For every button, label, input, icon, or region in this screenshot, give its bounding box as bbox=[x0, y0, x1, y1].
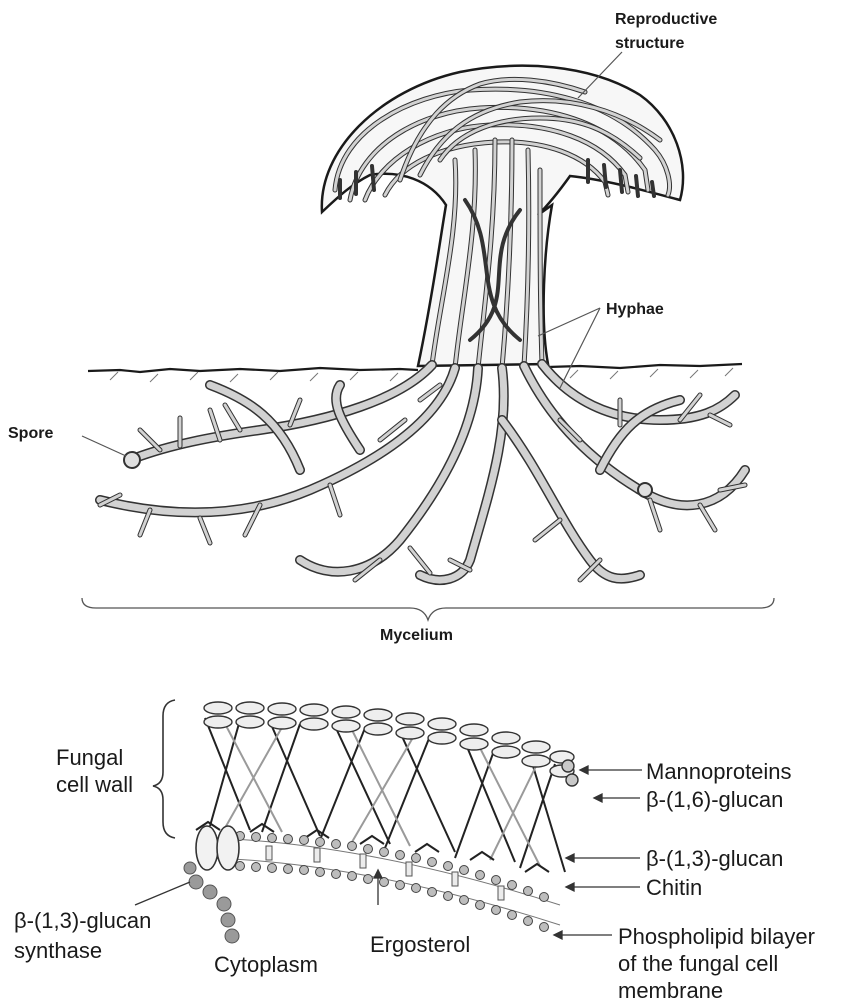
phospholipid-label-line1: Phospholipid bilayer bbox=[618, 924, 815, 949]
synthase-label-line1: β-(1,3)-glucan bbox=[14, 908, 151, 933]
reproductive-label-line2: structure bbox=[615, 35, 684, 52]
fungal-cell-wall-label-line1: Fungal bbox=[56, 745, 123, 770]
hyphae-leader-2 bbox=[560, 308, 600, 388]
spore-left bbox=[124, 452, 140, 468]
spore-label: Spore bbox=[8, 425, 53, 442]
phospholipid-label-line2: of the fungal cell bbox=[618, 951, 778, 976]
synthase-label-line2: synthase bbox=[14, 938, 102, 963]
cell-wall-drawing: Fungal cell wall Mannoproteins β-(1,6)-g… bbox=[14, 700, 815, 1003]
mycelium-label: Mycelium bbox=[380, 627, 453, 644]
mycelium-brace bbox=[82, 598, 774, 620]
spore-leader bbox=[82, 436, 126, 456]
hyphae-label: Hyphae bbox=[606, 301, 664, 318]
glucan-synthase-enzyme bbox=[184, 826, 239, 943]
beta-16-glucan-label: β-(1,6)-glucan bbox=[646, 787, 783, 812]
mannoproteins-label: Mannoproteins bbox=[646, 759, 792, 784]
spore-right bbox=[638, 483, 652, 497]
soil-surface-line bbox=[88, 364, 742, 372]
chitin-label: Chitin bbox=[646, 875, 702, 900]
fungal-cell-wall-label-line2: cell wall bbox=[56, 772, 133, 797]
mycelium-network bbox=[100, 364, 745, 580]
hyphae-leader-1 bbox=[538, 308, 600, 336]
mushroom-drawing: Reproductive structure Hyphae Spore Myce… bbox=[8, 11, 774, 644]
phospholipid-label-line3: membrane bbox=[618, 978, 723, 1003]
reproductive-label-line1: Reproductive bbox=[615, 11, 717, 28]
beta-13-glucan-label: β-(1,3)-glucan bbox=[646, 846, 783, 871]
ergosterol-label: Ergosterol bbox=[370, 932, 470, 957]
cell-wall-brace bbox=[153, 700, 175, 838]
cytoplasm-label: Cytoplasm bbox=[214, 952, 318, 977]
phospholipid-bilayer bbox=[205, 832, 560, 932]
